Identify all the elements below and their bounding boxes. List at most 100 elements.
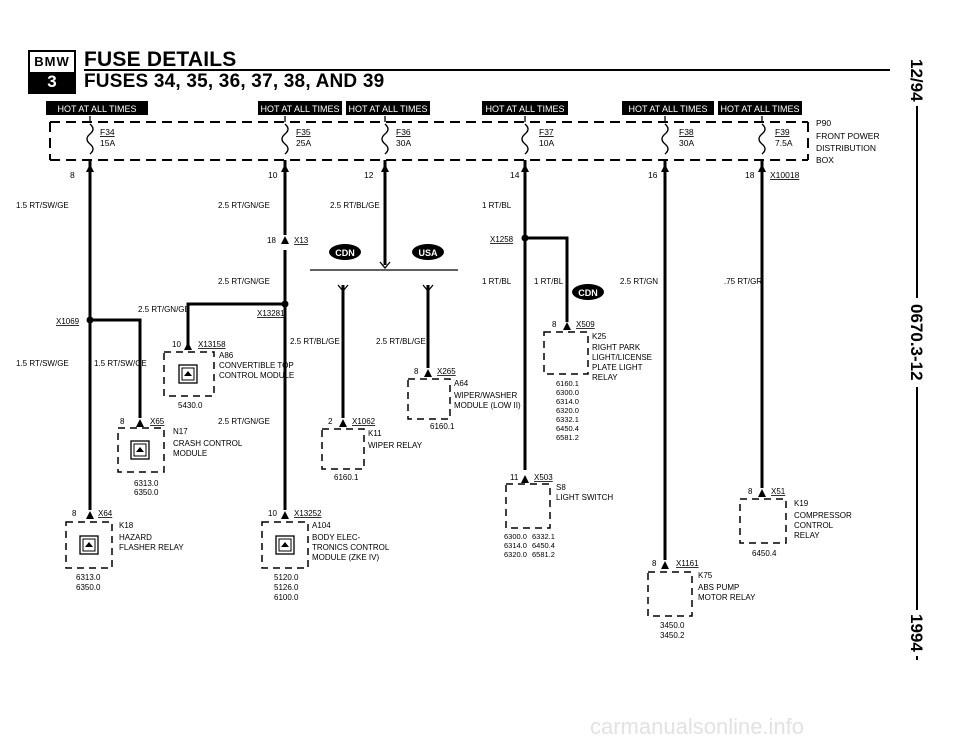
fuse-f39-rating: 7.5A — [775, 138, 793, 148]
side-year: 1994 — [906, 610, 926, 656]
a86-line-1: CONVERTIBLE TOP — [219, 361, 294, 370]
wire-label-w3: 2.5 RT/BL/GE — [330, 201, 380, 210]
n17-ref-2: 6350.0 — [134, 488, 159, 497]
a86-id: A86 — [219, 351, 234, 360]
s8-id: S8 — [556, 483, 566, 492]
svg-text:6160.1: 6160.1 — [556, 379, 579, 388]
wire-label-w5: 2.5 RT/GN — [620, 277, 658, 286]
hot-label-3: HOT AT ALL TIMES — [348, 104, 427, 114]
wire-label-w10: 1.5 RT/SW/GE — [16, 359, 69, 368]
split-arrows — [337, 261, 434, 293]
fuse-f35-pin: 10 — [268, 170, 278, 180]
box-name-1: FRONT POWER — [816, 131, 880, 141]
k19-line-3: RELAY — [794, 531, 820, 540]
component-k19: 8 X51 K19 COMPRESSOR CONTROL RELAY 6450.… — [739, 487, 852, 558]
component-s8: 11 X503 S8 LIGHT SWITCH 6300.06314.06320… — [504, 473, 613, 559]
x1161-pin: 8 — [652, 559, 657, 568]
s8-line-1: LIGHT SWITCH — [556, 493, 613, 502]
x509-pin: 8 — [552, 320, 557, 329]
component-a64: 8 X265 A64 WIPER/WASHER MODULE (LOW II) … — [407, 367, 521, 431]
x65-pin: 8 — [120, 417, 125, 426]
hot-label-2: HOT AT ALL TIMES — [260, 104, 339, 114]
fuse-feeds — [89, 116, 763, 122]
side-date: 12/94 — [906, 55, 926, 106]
badge-cdn-2: CDN — [572, 284, 604, 300]
k18-line-2: FLASHER RELAY — [119, 543, 184, 552]
fuse-f38-rating: 30A — [679, 138, 694, 148]
component-k11: 2 X1062 K11 WIPER RELAY 6160.1 — [321, 417, 423, 482]
k75-line-2: MOTOR RELAY — [698, 593, 756, 602]
badge-cdn-1: CDN — [329, 244, 361, 260]
svg-text:6314.0: 6314.0 — [504, 541, 527, 550]
fuse-f37-pin: 14 — [510, 170, 520, 180]
k11-refs: 6160.1 — [334, 473, 359, 482]
fuse-f34-id: F34 — [100, 127, 115, 137]
fuse-f39-id: F39 — [775, 127, 790, 137]
wires — [88, 160, 764, 560]
n17-id: N17 — [173, 427, 188, 436]
a104-id: A104 — [312, 521, 331, 530]
wire-label-w2: 2.5 RT/GN/GE — [218, 201, 270, 210]
x13-pin: 18 — [267, 236, 276, 245]
fuse-labels: F34 15A F35 25A F36 30A F37 10A F38 30A … — [70, 127, 793, 180]
fuse-f39-pin: 18 — [745, 170, 755, 180]
k19-refs: 6450.4 — [752, 549, 777, 558]
x265-label: X265 — [437, 367, 456, 376]
fuse-f37-rating: 10A — [539, 138, 554, 148]
x51-label: X51 — [771, 487, 786, 496]
svg-text:6320.0: 6320.0 — [504, 550, 527, 559]
x13252-label: X13252 — [294, 509, 322, 518]
k18-id: K18 — [119, 521, 134, 530]
svg-text:6314.0: 6314.0 — [556, 397, 579, 406]
hot-label-6: HOT AT ALL TIMES — [720, 104, 799, 114]
k19-id: K19 — [794, 499, 809, 508]
x51-pin: 8 — [748, 487, 753, 496]
component-n17: 8 X65 N17 CRASH CONTROL MODULE 6313.0 63… — [117, 417, 243, 497]
badge-usa: USA — [412, 244, 444, 260]
fuse-f36-rating: 30A — [396, 138, 411, 148]
splice-dots — [86, 234, 529, 324]
fuse-f38-pin: 16 — [648, 170, 658, 180]
box-name-3: BOX — [816, 155, 834, 165]
wire-label-w7: 2.5 RT/GN/GE — [218, 277, 270, 286]
svg-text:6450.4: 6450.4 — [532, 541, 555, 550]
fuse-f36-id: F36 — [396, 127, 411, 137]
connector-labels: 18 X13 X1258 X1069 X13281 — [56, 235, 514, 326]
x13-label: X13 — [294, 236, 309, 245]
k18-ref-1: 6313.0 — [76, 573, 101, 582]
x1062-label: X1062 — [352, 417, 376, 426]
k19-line-1: COMPRESSOR — [794, 511, 852, 520]
svg-text:6450.4: 6450.4 — [556, 424, 579, 433]
badge-usa-text: USA — [418, 248, 438, 258]
hot-labels: HOT AT ALL TIMES HOT AT ALL TIMES HOT AT… — [46, 101, 802, 115]
x1258-label: X1258 — [490, 235, 514, 244]
x64-pin: 8 — [72, 509, 77, 518]
distribution-box-outline — [49, 121, 809, 161]
x503-pin: 11 — [510, 473, 519, 482]
a104-line-1: BODY ELEC- — [312, 533, 361, 542]
wire-label-w11: 1.5 RT/SW/GE — [94, 359, 147, 368]
a64-refs: 6160.1 — [430, 422, 455, 431]
x265-pin: 8 — [414, 367, 419, 376]
x13158-label: X13158 — [198, 340, 226, 349]
a64-id: A64 — [454, 379, 469, 388]
box-connector: X10018 — [770, 170, 800, 180]
wire-label-w4: 1 RT/BL — [482, 201, 512, 210]
a64-line-2: MODULE (LOW II) — [454, 401, 521, 410]
wire-label-w6: .75 RT/GR — [724, 277, 762, 286]
k25-line-1: RIGHT PARK — [592, 343, 641, 352]
header-rule — [84, 69, 890, 71]
svg-text:6332.1: 6332.1 — [556, 415, 579, 424]
k75-line-1: ABS PUMP — [698, 583, 739, 592]
fuse-symbols — [86, 123, 766, 155]
bmw-logo: BMW 3 — [28, 50, 76, 94]
svg-text:6300.0: 6300.0 — [556, 388, 579, 397]
k11-id: K11 — [368, 429, 382, 438]
n17-ref-1: 6313.0 — [134, 479, 159, 488]
fuse-f34-pin: 8 — [70, 170, 75, 180]
box-name-2: DISTRIBUTION — [816, 143, 876, 153]
